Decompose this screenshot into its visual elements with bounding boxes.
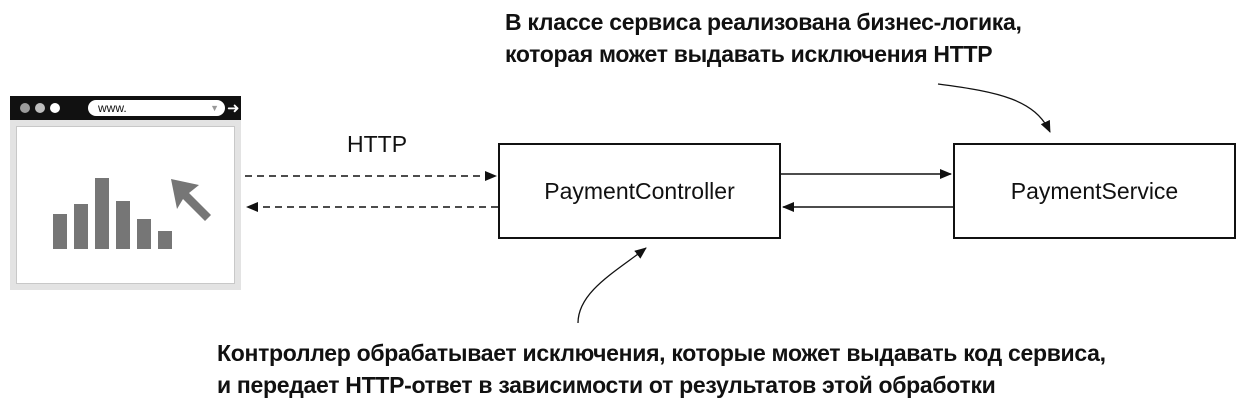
browser-page [16, 126, 235, 284]
controller-annotation-line-1: Контроллер обрабатывает исключения, кото… [217, 340, 1106, 366]
payment-controller-box: PaymentController [498, 143, 781, 239]
payment-service-label: PaymentService [1010, 177, 1179, 204]
http-protocol-label: HTTP [347, 131, 408, 157]
controller-annotation-line-2: и передает HTTP-ответ в зависимости от р… [217, 372, 996, 398]
cursor-arrow-icon [171, 179, 211, 221]
chart-bar [137, 219, 151, 249]
service-annotation-pointer [937, 83, 1051, 133]
chart-bar [158, 231, 172, 249]
payment-controller-label: PaymentController [544, 177, 735, 204]
window-dot-icon [35, 103, 45, 113]
controller-annotation: Контроллер обрабатывает исключения, кото… [217, 337, 1106, 401]
service-annotation-line-1: В классе сервиса реализована бизнес-логи… [505, 9, 1022, 35]
arrow-right-icon: ➜ [227, 99, 240, 117]
url-bar: www. ▼ [88, 100, 225, 116]
chart-bar [74, 204, 88, 249]
chart-bar [95, 178, 109, 249]
window-dot-icon [20, 103, 30, 113]
service-annotation: В классе сервиса реализована бизнес-логи… [505, 6, 1022, 70]
payment-service-box: PaymentService [953, 143, 1236, 239]
chart-bar [116, 201, 130, 249]
dropdown-triangle-icon: ▼ [210, 103, 219, 113]
url-text: www. [98, 101, 127, 115]
service-annotation-line-2: которая может выдавать исключения HTTP [505, 41, 993, 67]
window-dot-icon [50, 103, 60, 113]
chart-bar [53, 214, 67, 249]
controller-annotation-pointer [577, 247, 647, 324]
browser-titlebar: www. ▼ ➜ [10, 96, 241, 120]
browser-client-icon: www. ▼ ➜ [10, 96, 241, 290]
